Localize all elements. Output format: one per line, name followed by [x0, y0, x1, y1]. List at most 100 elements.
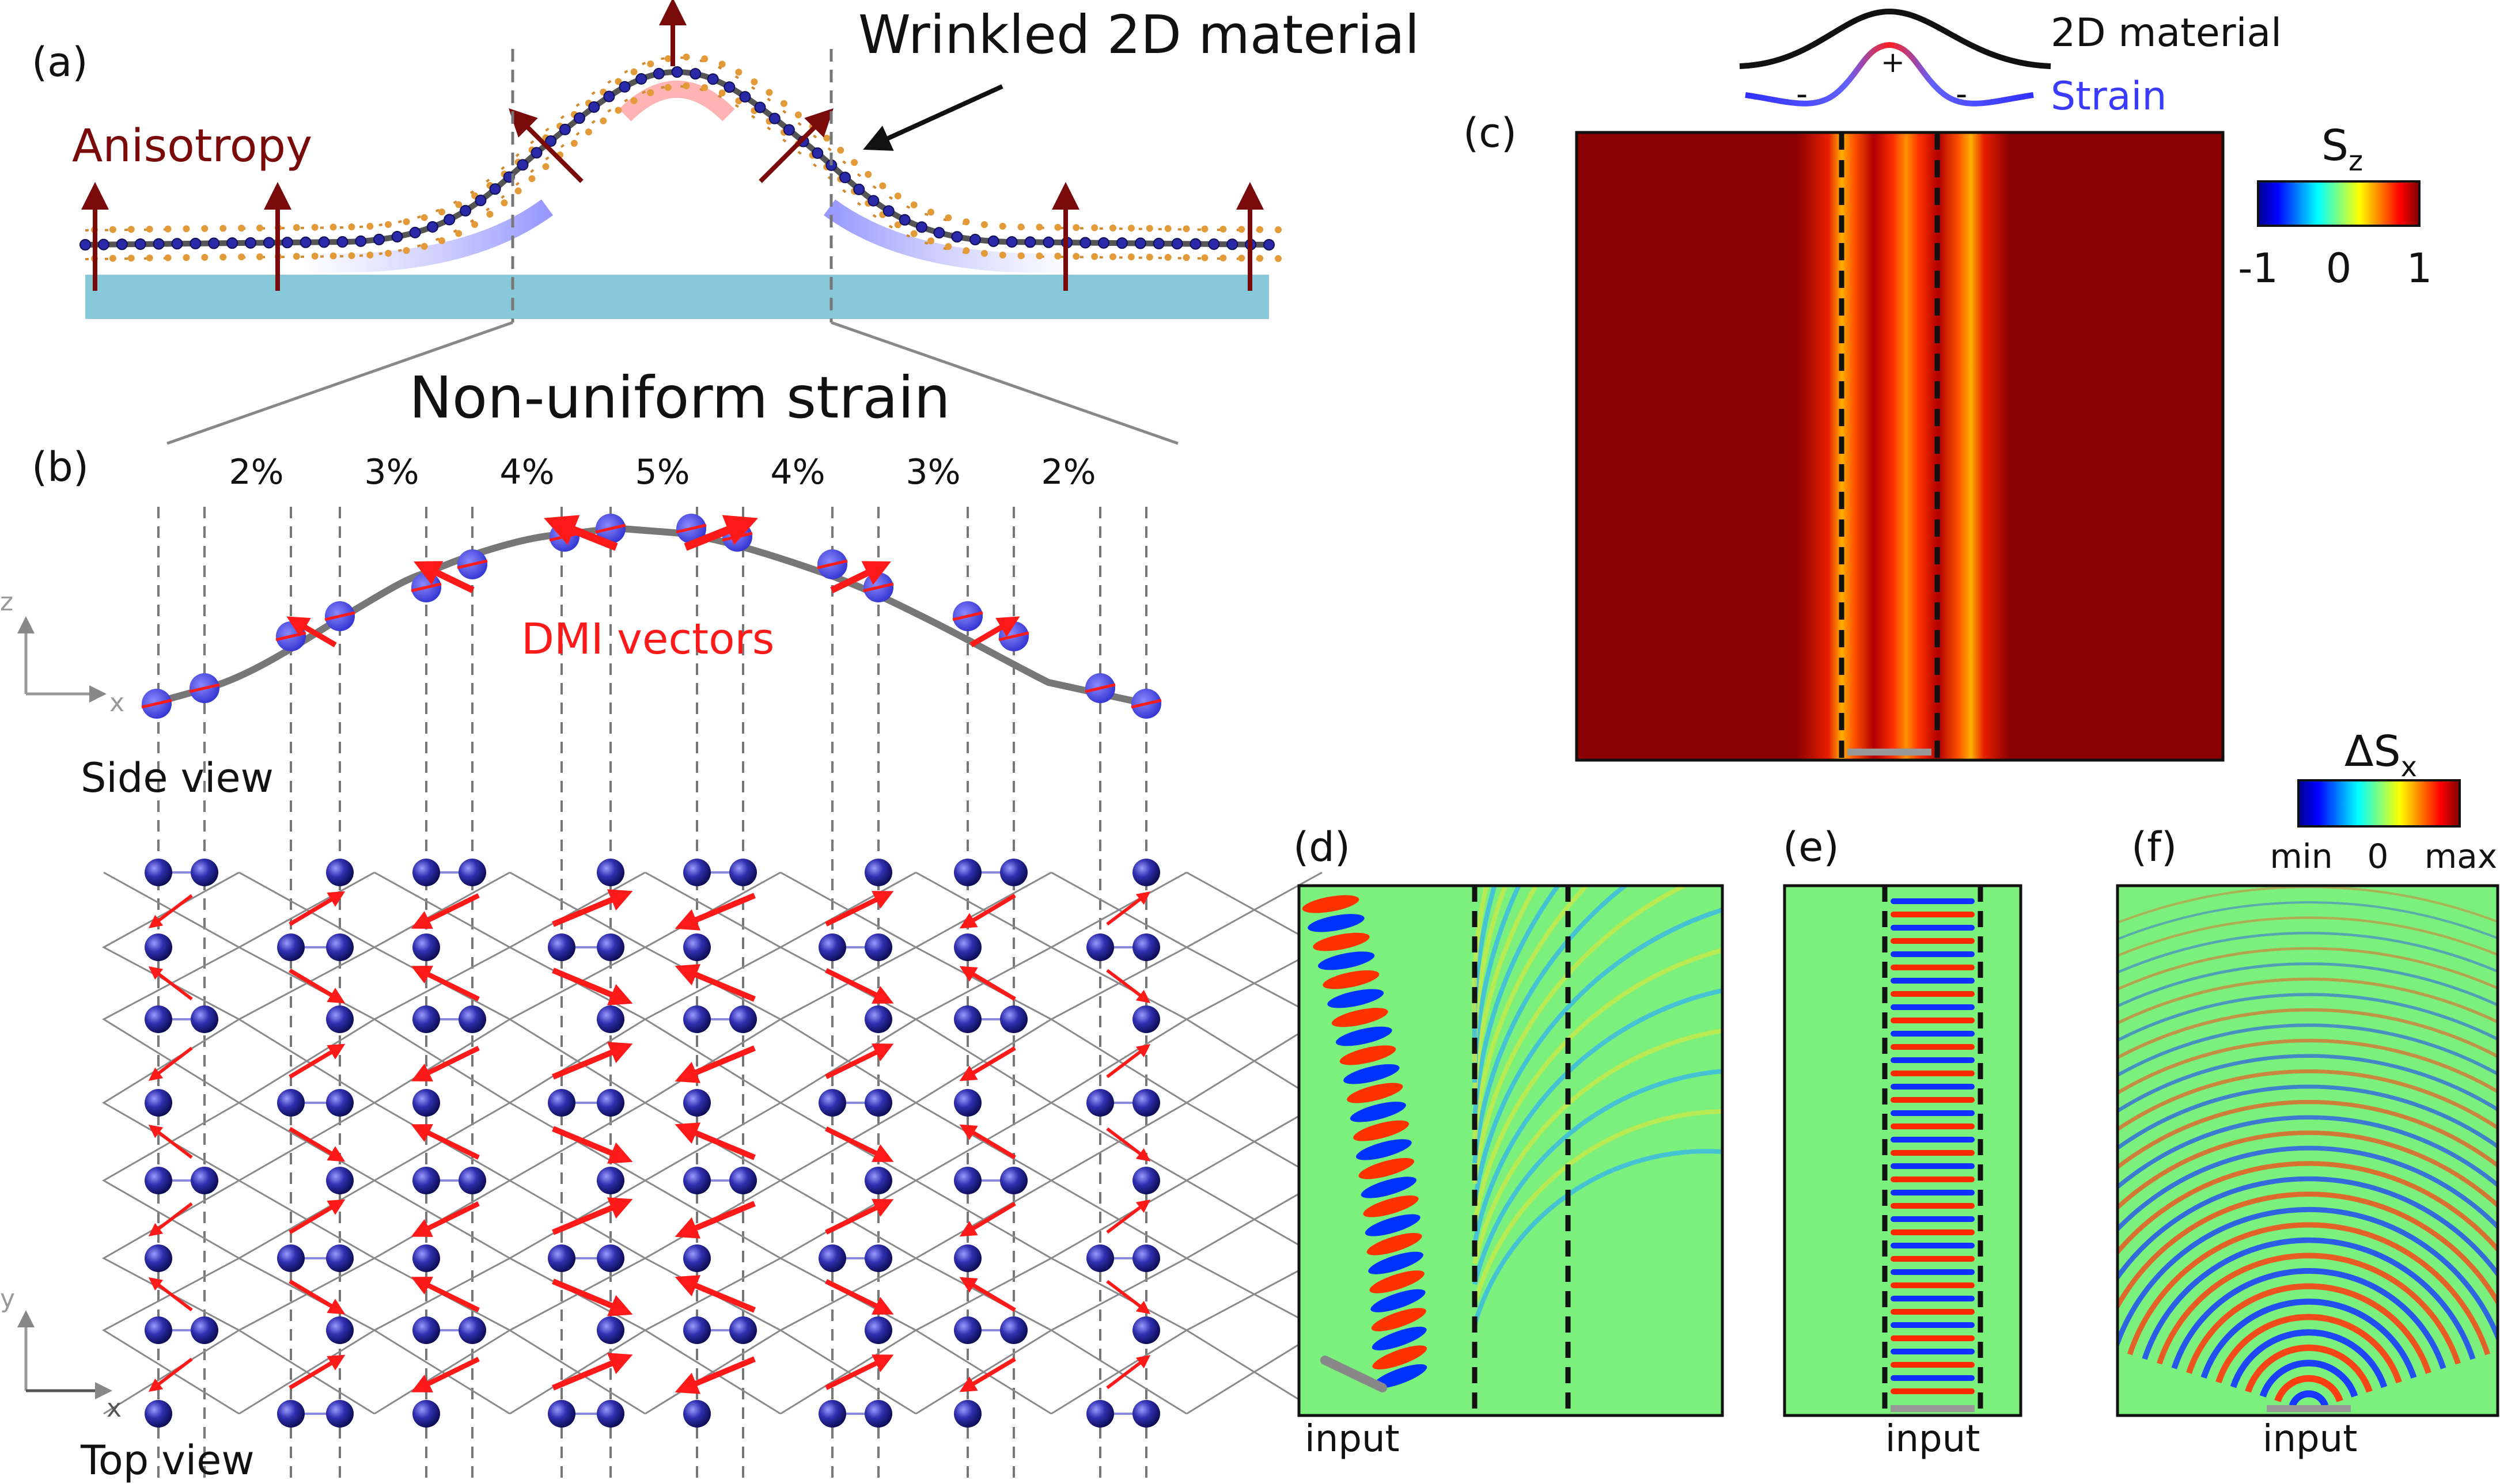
legend-material-label: 2D material	[2051, 10, 2282, 56]
lattice-atom	[326, 1167, 354, 1194]
ligand-atom	[718, 60, 726, 68]
ligand-atom	[238, 225, 245, 232]
lattice-atom	[191, 1005, 218, 1033]
plus-sign: +	[1881, 45, 1905, 79]
wave-crest	[1353, 1120, 1410, 1141]
ligand-atom	[514, 187, 522, 195]
lattice-atom	[548, 1400, 575, 1428]
wave-arc	[1472, 886, 1590, 1144]
ligand-atom	[1219, 254, 1227, 261]
panel-e-frame	[1783, 884, 2022, 1417]
lattice-atom	[954, 1316, 982, 1344]
lattice-atom	[954, 1089, 982, 1117]
ligand-atom	[683, 82, 690, 90]
ligand-atom	[183, 225, 190, 233]
lattice-atom	[244, 237, 256, 249]
dmi-arrow	[959, 1046, 1016, 1081]
lattice-atom	[548, 933, 575, 961]
wave-arc	[2259, 1360, 2358, 1398]
lattice-atom	[868, 195, 880, 207]
sz-tick-mid: 0	[2326, 245, 2352, 292]
lattice-atom	[619, 81, 631, 93]
wave-crest	[1891, 1124, 1975, 1129]
wave-crest	[1891, 1296, 1975, 1301]
lattice-atom	[690, 68, 702, 80]
wave-crest	[1891, 1097, 1975, 1103]
dmi-arrow	[1106, 1280, 1151, 1315]
wave-crest	[1891, 912, 1975, 917]
anisotropy-label: Anisotropy	[72, 120, 312, 172]
ligand-atom	[329, 223, 337, 231]
lattice-atom	[517, 159, 529, 171]
lattice-atom	[1171, 238, 1183, 250]
dmi-arrow	[1106, 1199, 1151, 1234]
dmi-arrow	[148, 1277, 193, 1312]
dmi-arrow	[148, 1124, 193, 1159]
dmi-arrow	[959, 1277, 1016, 1312]
panel-f-input-source	[2267, 1405, 2351, 1412]
lattice-atom	[1024, 236, 1036, 248]
ligand-atom	[879, 182, 887, 189]
dmi-arrow	[959, 893, 1016, 929]
lattice-atom	[1132, 933, 1160, 961]
wave-crest	[1891, 1375, 1975, 1381]
dmi-arrow	[544, 515, 618, 551]
lattice-atom	[1086, 1089, 1114, 1117]
ligand-atom	[585, 128, 592, 136]
wave-crest	[1891, 1176, 1975, 1182]
substrate	[85, 275, 1269, 319]
ligand-atom	[471, 221, 479, 228]
lattice-atom	[915, 221, 927, 233]
ligand-atom	[910, 230, 918, 237]
ligand-atom	[1127, 253, 1135, 261]
lattice-atom	[969, 234, 981, 246]
panel-e-label: (e)	[1783, 823, 1839, 871]
lattice-atom	[819, 1244, 846, 1272]
wave-crest	[1366, 1233, 1422, 1255]
lattice-mesh	[507, 871, 647, 1415]
dsx-colorbar-group: ΔSx min 0 max	[2270, 727, 2497, 876]
side-view-spins	[141, 514, 1162, 719]
dmi-arrow	[830, 561, 891, 594]
lattice-atom	[683, 1316, 711, 1344]
wave-crest	[1891, 1349, 1975, 1354]
lattice-atom	[134, 238, 146, 250]
spin-axis	[676, 523, 707, 534]
dmi-arrow	[675, 893, 756, 931]
wave-crest	[1891, 1031, 1975, 1037]
dmi-arrow	[969, 616, 1020, 648]
wave-arc	[2118, 1038, 2498, 1095]
spin-axis	[1131, 699, 1162, 709]
input-source-marker	[1847, 749, 1931, 756]
dmi-arrow	[959, 1357, 1016, 1392]
ligand-atom	[127, 255, 135, 262]
lattice-atom	[208, 237, 220, 249]
dmi-arrow	[552, 1353, 633, 1391]
lattice-atom	[459, 1167, 486, 1194]
dmi-vectors-label: DMI vectors	[521, 614, 774, 664]
lattice-atom	[326, 1244, 354, 1272]
lattice-mesh	[914, 871, 1054, 1415]
panel-b: Non-uniform strain (b) 2%3%4%5%4%3%2% DM…	[0, 364, 1324, 1484]
lattice-atom	[819, 933, 846, 961]
ligand-atom	[1017, 252, 1025, 260]
lattice-atom	[531, 147, 543, 159]
sz-colorbar-title: Sz	[2321, 121, 2363, 177]
wrinkle-bottom-layer	[85, 85, 1270, 260]
wave-arc	[1472, 988, 1722, 1244]
wave-crest	[1339, 1045, 1396, 1065]
wave-arc	[2142, 1238, 2476, 1360]
panel-f: (f) input	[2116, 823, 2499, 1460]
wave-crest	[1891, 938, 1975, 944]
dmi-arrow	[411, 1201, 480, 1237]
ligand-atom	[794, 111, 802, 119]
lattice-atom	[882, 205, 895, 217]
wave-crest	[1347, 1083, 1403, 1103]
ligand-atom	[664, 55, 672, 62]
dmi-arrow	[411, 1124, 480, 1160]
lattice-atom	[281, 237, 293, 249]
wave-crest	[1891, 951, 1975, 957]
lattice-atom	[683, 1244, 711, 1272]
lattice-atom	[865, 1244, 892, 1272]
ligand-atom	[293, 224, 300, 231]
